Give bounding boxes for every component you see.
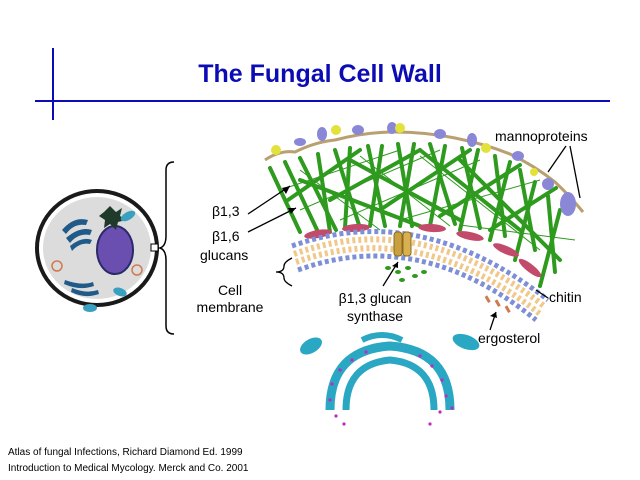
glucan-layer xyxy=(268,142,562,288)
label-cell: Cell xyxy=(217,282,243,298)
glucan-synthase-complex xyxy=(385,231,427,282)
label-ergosterol: ergosterol xyxy=(478,330,541,346)
label-mannoproteins: mannoproteins xyxy=(495,128,588,144)
slide-title: The Fungal Cell Wall xyxy=(198,60,442,88)
reference-2: Introduction to Medical Mycology. Merck … xyxy=(8,463,249,474)
zoom-bracket xyxy=(157,161,175,335)
label-beta13: β1,3 xyxy=(212,203,240,219)
fungal-cell-illustration xyxy=(35,189,159,312)
thin-glucan-fibers xyxy=(279,149,576,251)
label-membrane: membrane xyxy=(196,299,264,315)
mannoprotein-layer xyxy=(264,122,585,216)
label-glucans: glucans xyxy=(200,247,249,263)
reference-1: Atlas of fungal Infections, Richard Diam… xyxy=(8,447,243,458)
label-synthase-line2: synthase xyxy=(346,308,404,324)
cell-membrane-bilayer xyxy=(291,229,550,322)
label-synthase-line1: β1,3 glucan xyxy=(338,290,412,306)
nucleus xyxy=(96,225,134,275)
label-chitin: chitin xyxy=(549,289,582,305)
mannoprotein-large xyxy=(560,192,576,216)
arrowheads xyxy=(282,186,497,318)
title-horizontal-rule xyxy=(35,100,610,102)
zoom-box xyxy=(150,243,159,252)
intracellular-organelles xyxy=(300,332,480,426)
endoplasmic-reticulum xyxy=(62,219,99,297)
golgi xyxy=(99,206,126,230)
title-vertical-rule xyxy=(52,48,54,120)
ergosterol-molecules xyxy=(484,295,511,313)
label-beta16: β1,6 xyxy=(212,228,240,244)
